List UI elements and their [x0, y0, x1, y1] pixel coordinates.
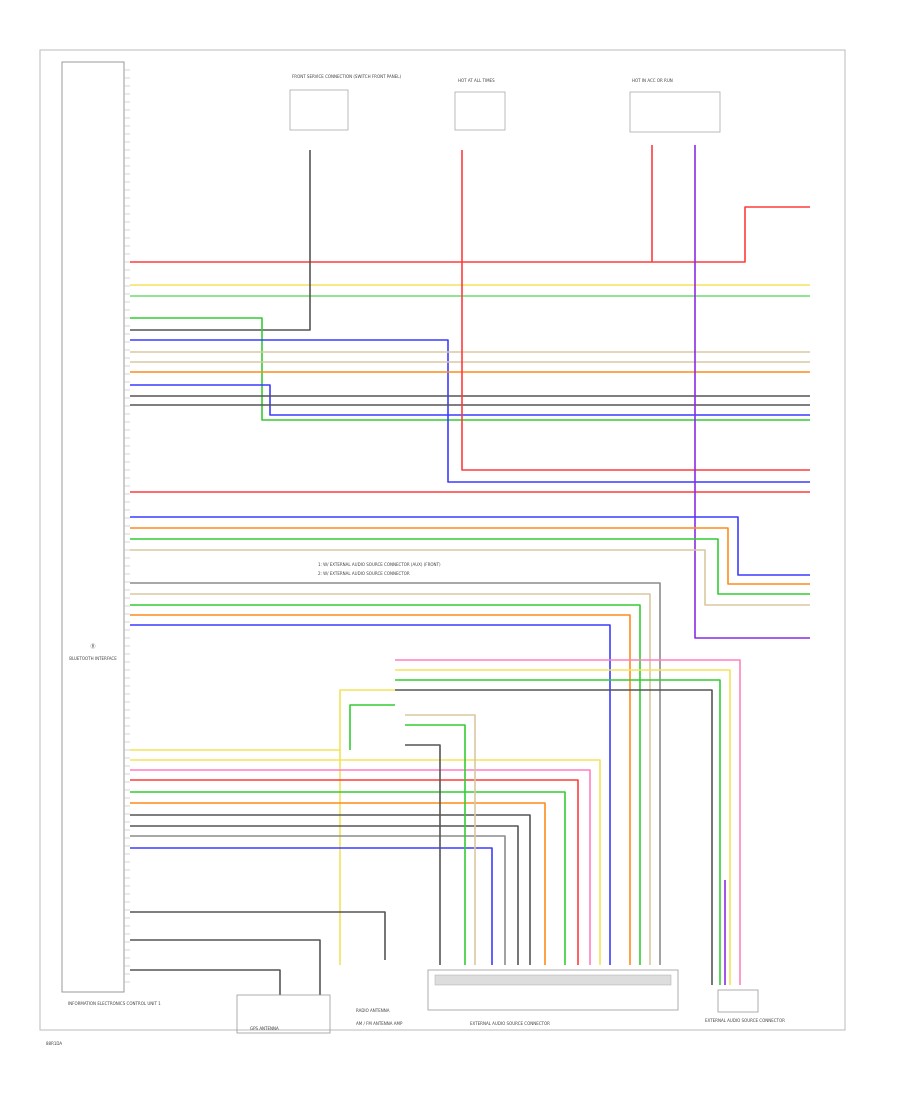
control-unit-badge: BLUETOOTH INTERFACE: [69, 656, 117, 661]
wire-green-8: [405, 724, 466, 965]
wire-blue-4: [130, 624, 611, 965]
external-audio-connector: EXTERNAL AUDIO SOURCE CONNECTOR: [427, 969, 679, 1026]
wire-tan-5: [405, 714, 476, 965]
wire-pink-2: [130, 769, 591, 965]
wire-dgray-6: [130, 825, 519, 965]
wire-red-power: [130, 206, 810, 263]
svg-text:FRONT SERVICE CONNECTION (SWIT: FRONT SERVICE CONNECTION (SWITCH FRONT P…: [292, 74, 401, 79]
wire-green-4: [130, 604, 641, 965]
diagram-border: [39, 49, 846, 1031]
wire-orange-3: [130, 614, 631, 965]
wire-dgray-10: [130, 969, 281, 995]
wire-yellow-3: [130, 749, 341, 965]
connector-note-2: 2: W/ EXTERNAL AUDIO SOURCE CONNECTOR: [318, 571, 410, 576]
wire-orange-2: [130, 527, 810, 585]
svg-text:Ⓑ: Ⓑ: [90, 643, 95, 650]
radio-antenna: RADIO ANTENNA: [356, 1008, 390, 1013]
wire-green-6: [130, 791, 566, 965]
wire-green-3: [130, 538, 810, 595]
wire-blue-3: [130, 516, 810, 576]
control-unit-name: INFORMATION ELECTRONICS CONTROL UNIT 1: [68, 1001, 161, 1006]
wire-tan-4: [130, 593, 651, 965]
wire-harness: [130, 145, 810, 995]
wire-blue-2: [130, 384, 810, 416]
external-audio-connector-2: EXTERNAL AUDIO SOURCE CONNECTOR: [705, 989, 785, 1023]
page-code: 88R1DA: [46, 1041, 62, 1046]
wire-dgray-8: [130, 911, 386, 960]
fuse-box-1: HOT AT ALL TIMES: [454, 78, 506, 131]
wire-yellow-5: [339, 689, 395, 750]
wire-yellow-2: [395, 669, 731, 985]
wire-red-5: [130, 779, 579, 965]
svg-text:GPS ANTENNA: GPS ANTENNA: [250, 1026, 279, 1031]
wire-dgray-4: [395, 689, 713, 985]
bluetooth-icon: Ⓑ: [90, 643, 95, 650]
svg-text:RADIO ANTENNA: RADIO ANTENNA: [356, 1008, 390, 1013]
wire-green-7: [349, 704, 395, 750]
svg-text:EXTERNAL AUDIO SOURCE CONNECTO: EXTERNAL AUDIO SOURCE CONNECTOR: [470, 1021, 550, 1026]
wire-orange-4: [130, 802, 546, 965]
wire-green-2: [130, 317, 810, 421]
wire-blue-1: [130, 339, 810, 483]
pin-ticks: [124, 69, 130, 983]
antenna-amp: AM / FM ANTENNA AMP: [356, 1021, 403, 1026]
svg-text:EXTERNAL AUDIO SOURCE CONNECTO: EXTERNAL AUDIO SOURCE CONNECTOR: [705, 1018, 785, 1023]
wire-pink-1: [395, 659, 741, 985]
connector-note-1: 1: W/ EXTERNAL AUDIO SOURCE CONNECTOR (A…: [318, 562, 441, 567]
wire-dgray-9: [130, 939, 321, 995]
svg-text:HOT IN ACC OR RUN: HOT IN ACC OR RUN: [632, 78, 673, 83]
wire-green-5: [395, 679, 721, 985]
wire-gray-5: [130, 835, 506, 965]
control-unit-box: [61, 61, 125, 993]
svg-text:AM / FM ANTENNA AMP: AM / FM ANTENNA AMP: [356, 1021, 403, 1026]
wire-gray-1: [130, 150, 311, 331]
wire-dgray-7: [405, 744, 441, 965]
wire-red-2: [461, 150, 810, 471]
wire-yellow-4: [130, 759, 601, 965]
wire-gray-4: [130, 582, 661, 965]
wire-violet-1: [694, 145, 810, 639]
wire-tan-3: [130, 549, 810, 606]
wire-dgray-5: [130, 814, 531, 965]
fuse-box-2: HOT IN ACC OR RUN: [629, 78, 721, 133]
front-module: FRONT SERVICE CONNECTION (SWITCH FRONT P…: [289, 74, 401, 131]
wire-blue-5: [130, 847, 493, 965]
gps-antenna: GPS ANTENNA: [236, 994, 331, 1034]
svg-text:HOT AT ALL TIMES: HOT AT ALL TIMES: [458, 78, 495, 83]
